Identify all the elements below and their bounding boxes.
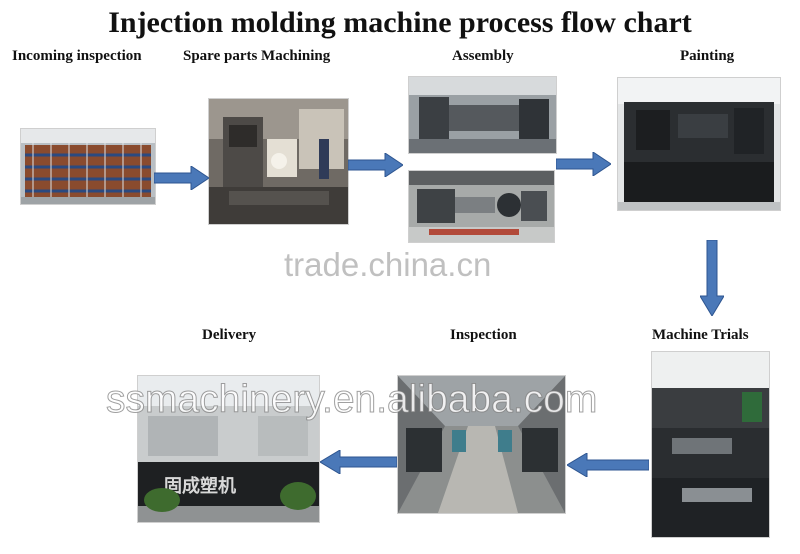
photo-spare-parts <box>208 98 349 225</box>
factory-sign-text: 固成塑机 <box>164 475 236 497</box>
photo-delivery: 固成塑机 <box>137 375 320 523</box>
label-incoming-inspection: Incoming inspection <box>12 48 142 64</box>
photo-painting <box>617 77 781 211</box>
arrow-painting-to-trials <box>700 240 724 316</box>
photo-inspection <box>397 375 566 514</box>
arrow-machining-to-assembly <box>348 153 403 177</box>
label-delivery: Delivery <box>202 327 257 343</box>
label-inspection: Inspection <box>450 327 517 343</box>
label-painting: Painting <box>680 48 735 64</box>
label-machine-trials: Machine Trials <box>652 327 749 343</box>
photo-assembly-bottom <box>408 170 555 243</box>
arrow-assembly-to-painting <box>556 152 611 176</box>
photo-assembly-top <box>408 76 557 154</box>
page-title: Injection molding machine process flow c… <box>108 6 692 39</box>
arrow-trials-to-inspection <box>567 453 649 477</box>
label-spare-parts: Spare parts Machining <box>183 48 331 64</box>
photo-incoming-inspection <box>20 128 156 205</box>
watermark-trade: trade.china.cn <box>284 246 492 283</box>
label-assembly: Assembly <box>452 48 514 64</box>
photo-machine-trials <box>651 351 770 538</box>
arrow-inspection-to-delivery <box>320 450 397 474</box>
arrow-incoming-to-machining <box>154 166 209 190</box>
